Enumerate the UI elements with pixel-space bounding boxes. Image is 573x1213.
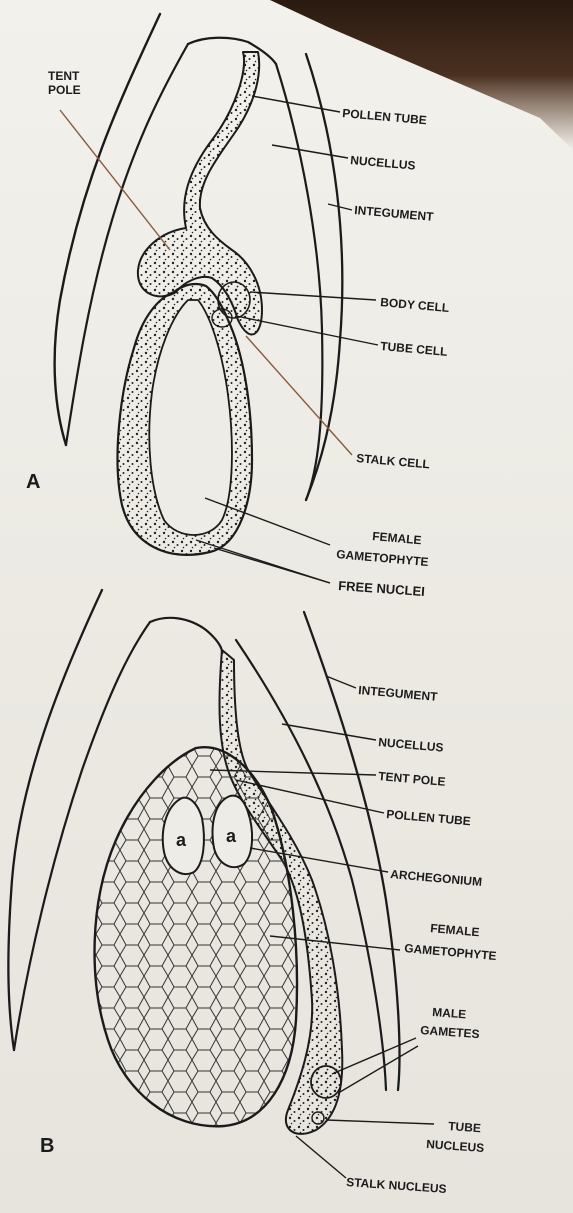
leader-pollen-tube <box>252 96 340 112</box>
label-a-pollen-tube: POLLEN TUBE <box>342 106 428 127</box>
label-b-pollen-tube: POLLEN TUBE <box>386 807 472 828</box>
label-b-tent-pole: TENT POLE <box>378 769 446 789</box>
label-b-tube-nucleus-2: NUCLEUS <box>426 1137 485 1155</box>
label-a-nucellus: NUCELLUS <box>350 153 416 173</box>
a-integument-right <box>306 54 342 500</box>
label-a-female-gametophyte-1: FEMALE <box>372 529 422 547</box>
b-archegonium-mark-2: a <box>226 826 237 846</box>
leader-body-cell <box>250 292 376 300</box>
label-b-male-gametes-2: GAMETES <box>420 1023 480 1041</box>
b-archegonium-mark-1: a <box>176 830 187 850</box>
label-b-tube-nucleus-1: TUBE <box>448 1119 482 1135</box>
a-body-cell <box>218 282 250 318</box>
label-a-tube-cell: TUBE CELL <box>380 339 448 359</box>
label-b-stalk-nucleus: STALK NUCLEUS <box>346 1175 447 1196</box>
leader-b-nucellus <box>282 724 376 740</box>
leader-integument <box>328 204 352 210</box>
label-b-archegonium: ARCHEGONIUM <box>390 867 483 889</box>
leader-b-male-gametes-2 <box>340 1046 418 1092</box>
leader-b-male-gametes-1 <box>332 1038 416 1074</box>
label-a-tent-pole-1: TENT <box>48 69 80 83</box>
b-nucellus-top <box>150 618 222 652</box>
leader-free-nuclei-2 <box>214 548 330 583</box>
figure-b <box>8 590 399 1134</box>
figure-b-letter: B <box>40 1135 54 1157</box>
label-b-integument: INTEGUMENT <box>358 683 439 704</box>
label-b-female-gametophyte-1: FEMALE <box>430 921 480 939</box>
label-b-nucellus: NUCELLUS <box>378 735 444 755</box>
label-a-female-gametophyte-2: GAMETOPHYTE <box>336 547 429 569</box>
figure-a <box>55 14 343 555</box>
label-a-free-nuclei: FREE NUCLEI <box>338 578 426 599</box>
b-male-gametes <box>311 1066 341 1098</box>
figure-a-letter: A <box>26 471 40 493</box>
label-a-tent-pole-2: POLE <box>48 83 81 97</box>
leader-b-tube-nucleus <box>326 1120 434 1124</box>
b-integument-left <box>8 590 102 1050</box>
a-integument-right-inner <box>276 64 322 500</box>
leader-b-stalk-nucleus <box>296 1136 346 1178</box>
label-b-male-gametes-1: MALE <box>432 1005 467 1021</box>
leader-nucellus <box>272 145 348 158</box>
label-a-stalk-cell: STALK CELL <box>356 451 431 471</box>
label-a-body-cell: BODY CELL <box>380 295 450 315</box>
leader-stalk-cell <box>246 336 352 455</box>
a-nucellus-top <box>188 38 276 64</box>
label-a-integument: INTEGUMENT <box>354 203 435 224</box>
label-b-female-gametophyte-2: GAMETOPHYTE <box>404 941 497 963</box>
